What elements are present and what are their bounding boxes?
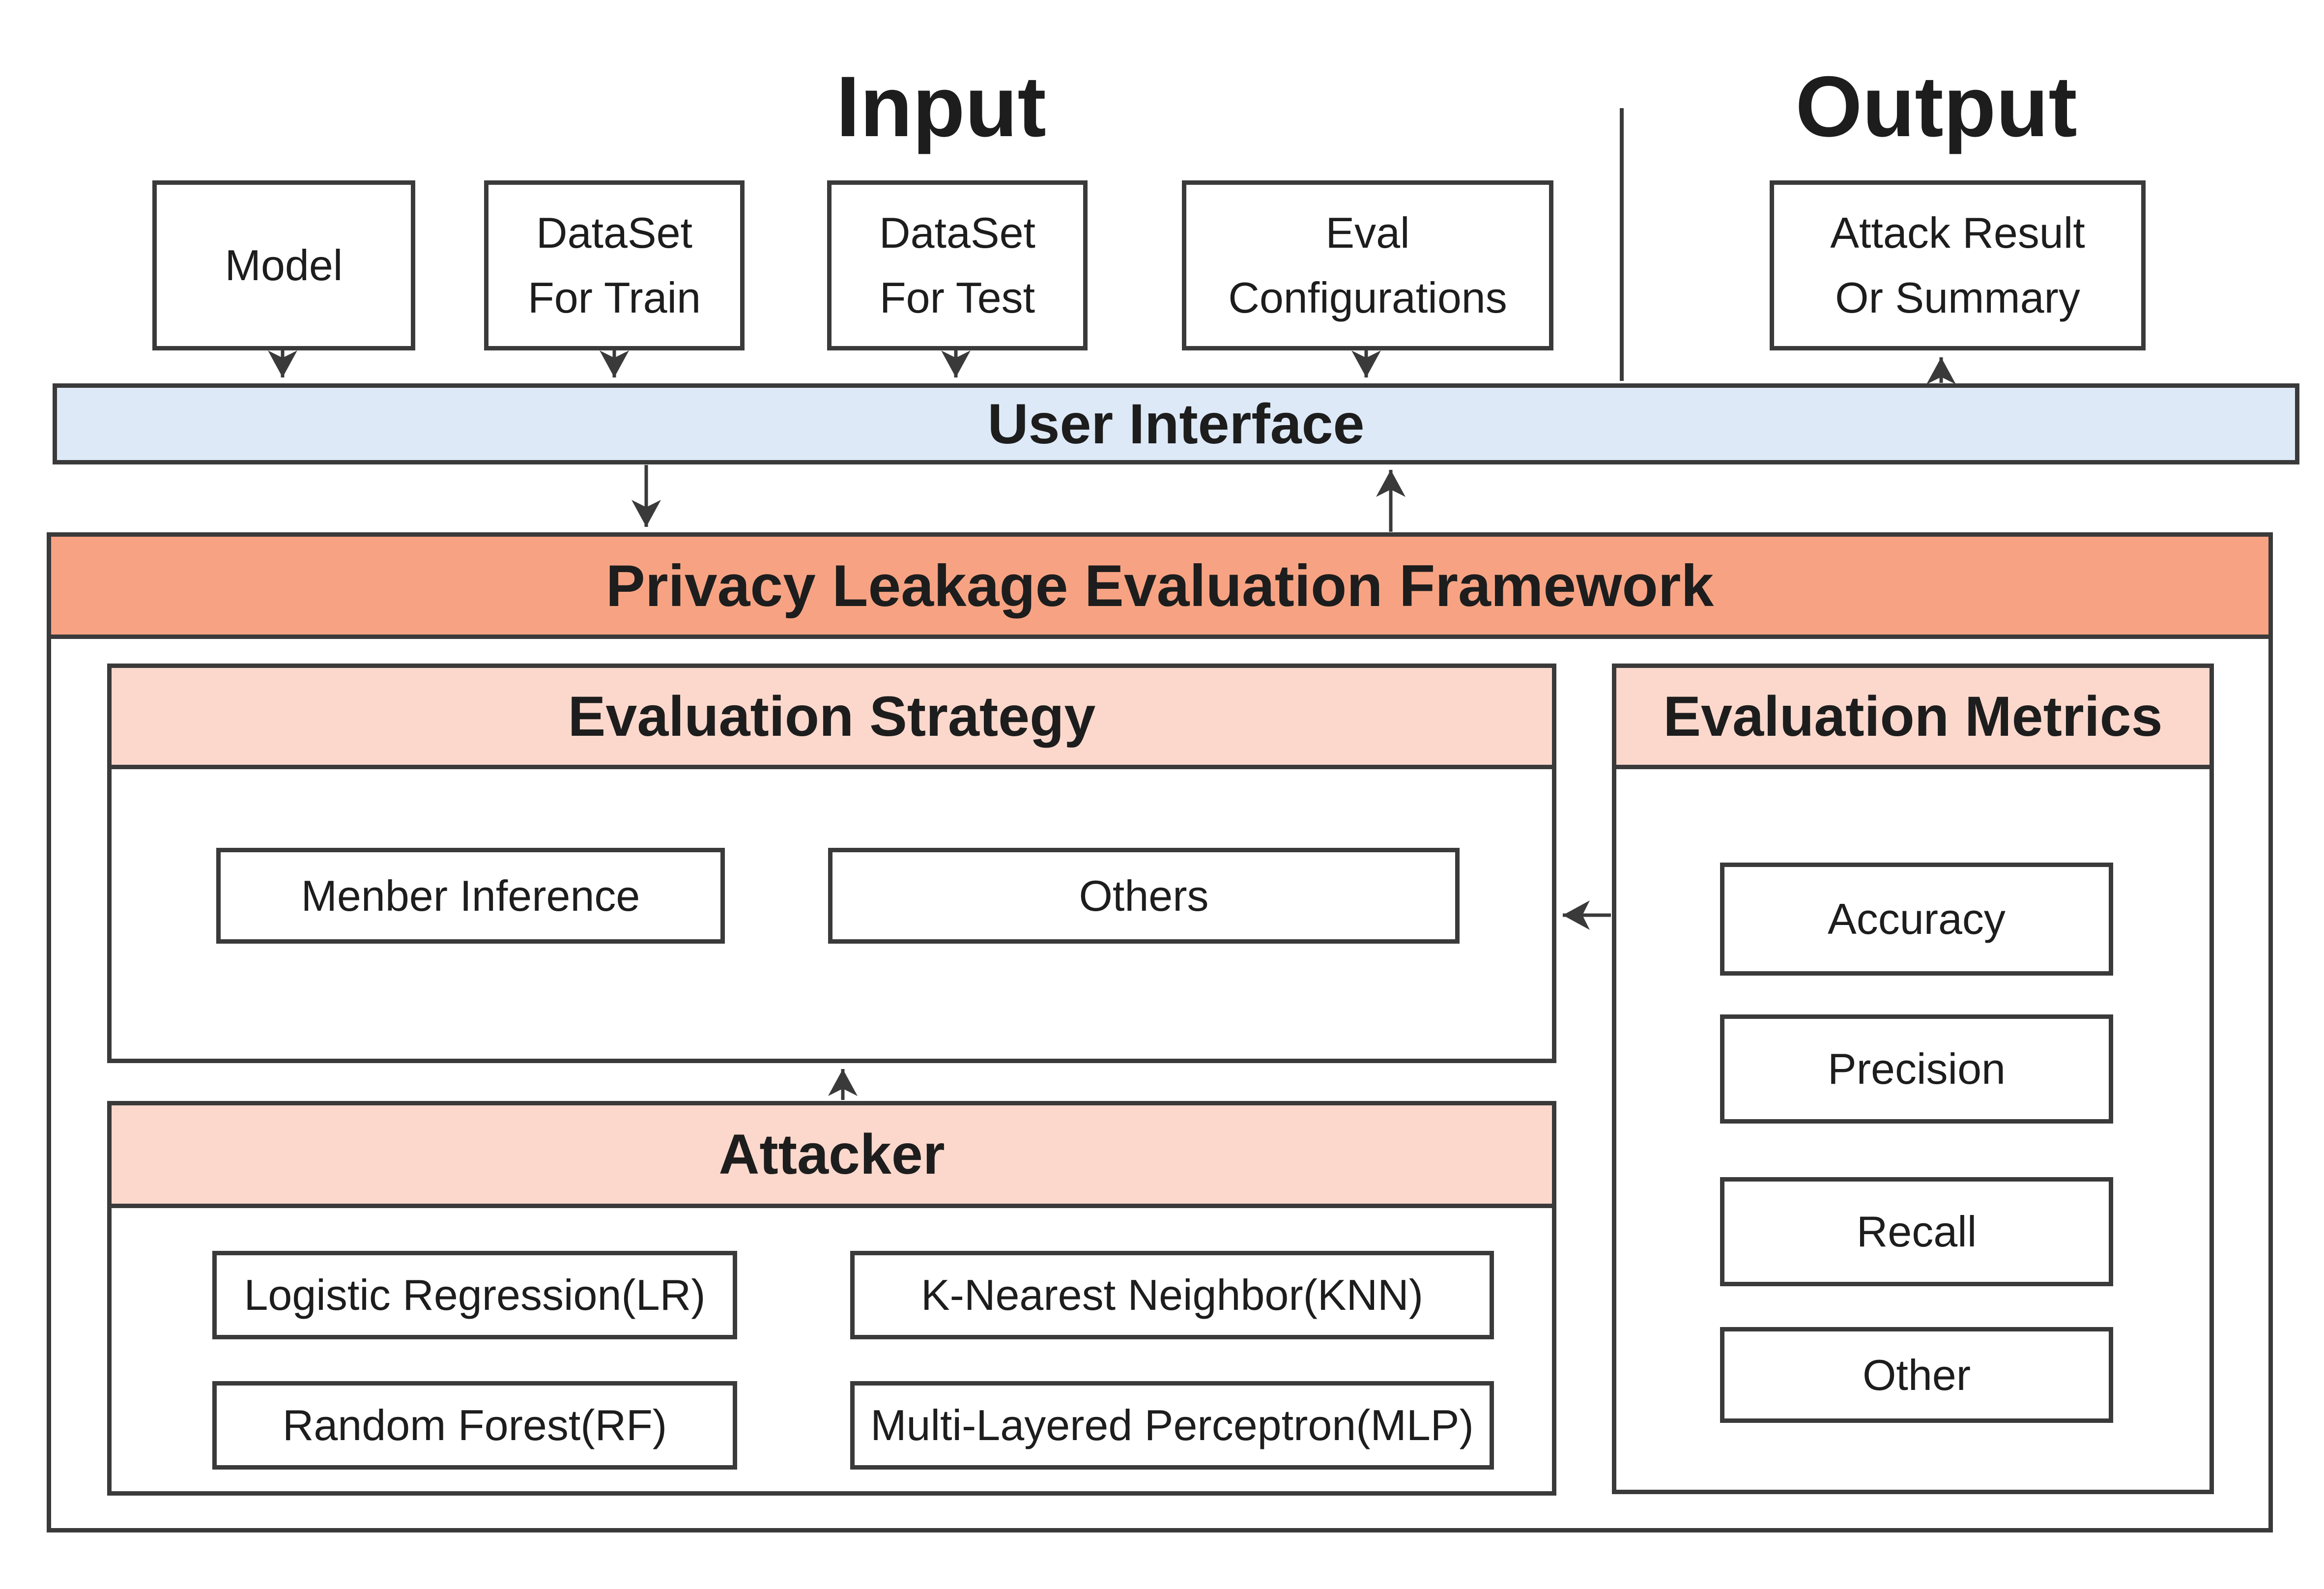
strategy-item-others: Others: [828, 848, 1460, 944]
metric-item-recall: Recall: [1720, 1177, 2113, 1286]
metric-item-label: Precision: [1828, 1044, 2006, 1093]
input-box-label: Eval Configurations: [1228, 208, 1507, 322]
input-box-label: DataSet For Train: [527, 208, 701, 322]
input-box-model: Model: [152, 180, 415, 350]
metric-item-label: Other: [1862, 1350, 1971, 1399]
attacker-item-knn: K-Nearest Neighbor(KNN): [850, 1251, 1494, 1339]
attacker-item-label: Multi-Layered Perceptron(MLP): [870, 1401, 1474, 1449]
input-box-label: Model: [225, 241, 343, 289]
input-box-label: DataSet For Test: [879, 208, 1035, 322]
attacker-header: Attacker: [107, 1101, 1556, 1208]
strategy-header-label: Evaluation Strategy: [568, 685, 1096, 748]
attacker-item-mlp: Multi-Layered Perceptron(MLP): [850, 1381, 1494, 1470]
metric-item-other: Other: [1720, 1327, 2113, 1423]
framework-title-bar: Privacy Leakage Evaluation Framework: [47, 532, 2273, 639]
metric-item-label: Recall: [1856, 1207, 1977, 1256]
attacker-item-label: K-Nearest Neighbor(KNN): [920, 1271, 1424, 1319]
strategy-item-member-inference: Menber Inference: [216, 848, 725, 944]
output-box-label: Attack Result Or Summary: [1830, 208, 2085, 322]
input-box-dataset-test: DataSet For Test: [827, 180, 1088, 350]
strategy-item-label: Menber Inference: [301, 871, 640, 920]
input-box-eval-configurations: Eval Configurations: [1182, 180, 1553, 350]
framework-title: Privacy Leakage Evaluation Framework: [605, 552, 1714, 619]
attacker-item-logistic-regression: Logistic Regression(LR): [212, 1251, 737, 1339]
metric-item-label: Accuracy: [1828, 895, 2006, 943]
output-title: Output: [1795, 59, 2077, 155]
attacker-header-label: Attacker: [718, 1123, 945, 1186]
output-box-attack-result: Attack Result Or Summary: [1770, 180, 2146, 350]
metric-item-accuracy: Accuracy: [1720, 863, 2113, 976]
attacker-item-random-forest: Random Forest(RF): [212, 1381, 737, 1470]
user-interface-label: User Interface: [987, 392, 1365, 456]
input-title: Input: [836, 59, 1046, 155]
attacker-item-label: Logistic Regression(LR): [244, 1271, 706, 1319]
user-interface-bar: User Interface: [53, 383, 2299, 464]
attacker-item-label: Random Forest(RF): [282, 1401, 667, 1449]
metric-item-precision: Precision: [1720, 1014, 2113, 1124]
metrics-header: Evaluation Metrics: [1612, 664, 2214, 769]
strategy-header: Evaluation Strategy: [107, 664, 1556, 769]
strategy-item-label: Others: [1079, 871, 1209, 920]
metrics-header-label: Evaluation Metrics: [1663, 685, 2163, 748]
input-box-dataset-train: DataSet For Train: [484, 180, 745, 350]
